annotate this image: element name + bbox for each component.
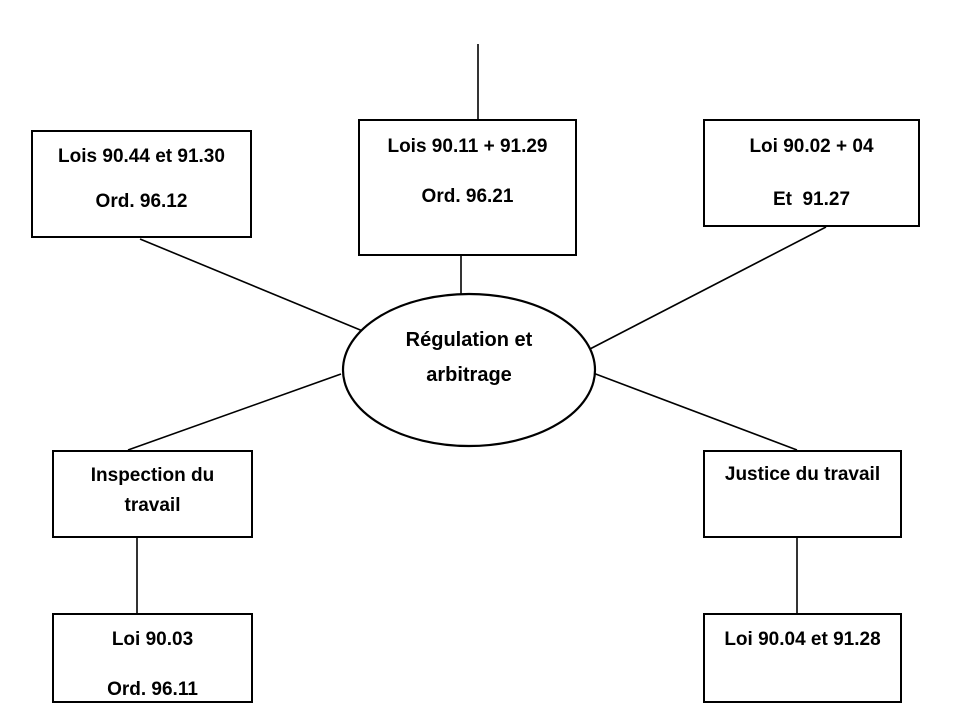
node-loi-9004: Loi 90.04 et 91.28 <box>703 613 902 703</box>
node-justice-du-travail: Justice du travail <box>703 450 902 538</box>
node-loi-9003: Loi 90.03 Ord. 96.11 <box>52 613 253 703</box>
node-text-line: Inspection du <box>90 465 215 486</box>
node-text-line: Loi 90.03 <box>111 629 194 650</box>
node-text-line: Ord. 96.21 <box>421 186 514 207</box>
node-text-line: Loi 90.04 et 91.28 <box>724 629 881 650</box>
node-text-line: Lois 90.11 + 91.29 <box>387 136 548 157</box>
node-text-line: Et 91.27 <box>772 189 851 210</box>
center-ellipse <box>341 292 597 448</box>
node-text-line: travail <box>124 495 181 516</box>
center-label-line: Régulation et <box>405 329 533 351</box>
node-text-line: Lois 90.44 et 91.30 <box>58 146 225 167</box>
connector-topleft-to-ellipse <box>139 238 371 335</box>
node-text-line: Justice du travail <box>724 464 881 485</box>
node-text-line: Loi 90.02 + 04 <box>749 136 874 157</box>
center-label-line: arbitrage <box>426 364 512 386</box>
node-inspection-du-travail: Inspection du travail <box>52 450 253 538</box>
node-text-line: Ord. 96.11 <box>107 679 198 700</box>
center-node-label: Régulation et arbitrage <box>343 323 595 393</box>
node-lois-9011-9129: Lois 90.11 + 91.29 Ord. 96.21 <box>358 119 577 256</box>
node-lois-9044-9130: Lois 90.44 et 91.30 Ord. 96.12 <box>31 130 252 238</box>
node-loi-9002-04: Loi 90.02 + 04 Et 91.27 <box>703 119 920 227</box>
node-text-line: Ord. 96.12 <box>95 191 188 212</box>
connector-ellipse-to-inspection <box>127 373 342 451</box>
connector-ellipse-to-justice <box>592 372 798 451</box>
connector-topright-to-ellipse <box>587 226 827 351</box>
